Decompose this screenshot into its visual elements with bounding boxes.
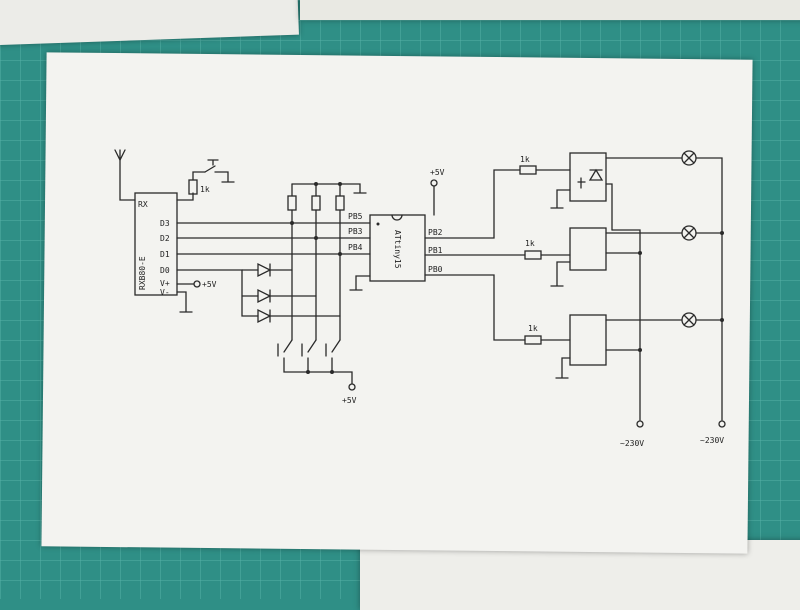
receiver-pin-vplus: V+ — [160, 279, 170, 288]
opto-triac-1 — [550, 152, 683, 231]
base-resistor-2-value: 1k — [525, 239, 535, 248]
mcu-pin-pb3: PB3 — [348, 227, 363, 236]
mcu-attiny: ATtiny15 PB5 PB3 PB4 PB2 PB1 PB0 +5V — [348, 168, 445, 291]
receiver-pin-d3: D3 — [160, 219, 170, 228]
mcu-pin-pb2: PB2 — [428, 228, 443, 237]
buttons-supply-label: +5V — [342, 396, 357, 405]
lamp-icon-3 — [681, 312, 697, 328]
d0-diode-network — [176, 262, 341, 324]
paper-sheet-top-right — [300, 0, 800, 20]
base-resistor-3-value: 1k — [528, 324, 538, 333]
base-resistors: 1k 1k 1k — [519, 155, 571, 345]
receiver-pin-rx: RX — [138, 200, 148, 209]
data-bus — [176, 222, 371, 255]
opto-triac-2 — [550, 227, 683, 287]
receiver-pin-vminus: V- — [160, 288, 170, 297]
opto-triac-3 — [555, 314, 683, 379]
push-buttons: +5V — [277, 339, 357, 405]
receiver-module: RXB80-E RX D3 D2 D1 D0 V+ V- — [134, 192, 178, 297]
mcu-pin-pb4: PB4 — [348, 243, 363, 252]
receiver-pin-d0: D0 — [160, 266, 170, 275]
receiver-pin-d1: D1 — [160, 250, 170, 259]
pulldown-resistors — [287, 182, 367, 341]
rx-resistor-value: 1k — [200, 185, 210, 194]
lamp-icon-2 — [681, 225, 697, 241]
mcu-name: ATtiny15 — [393, 230, 402, 269]
receiver-name: RXB80-E — [138, 256, 147, 290]
base-resistor-1-value: 1k — [520, 155, 530, 164]
rx-supply-label: +5V — [202, 280, 217, 289]
rx-supply: +5V — [176, 280, 217, 313]
lamp-icon-1 — [681, 150, 697, 166]
mcu-pin-pb1: PB1 — [428, 246, 443, 255]
mcu-pin-pb5: PB5 — [348, 212, 363, 221]
rx-pullup-resistor: 1k — [176, 159, 235, 201]
mcu-outputs — [424, 169, 526, 341]
mcu-pin-pb0: PB0 — [428, 265, 443, 274]
antenna-icon — [114, 149, 136, 201]
mains-label-2: ~230V — [700, 436, 724, 445]
mcu-supply-label: +5V — [430, 168, 445, 177]
receiver-pin-d2: D2 — [160, 234, 170, 243]
mains-rails: ~230V ~230V — [611, 157, 726, 448]
mains-label-1: ~230V — [620, 439, 644, 448]
